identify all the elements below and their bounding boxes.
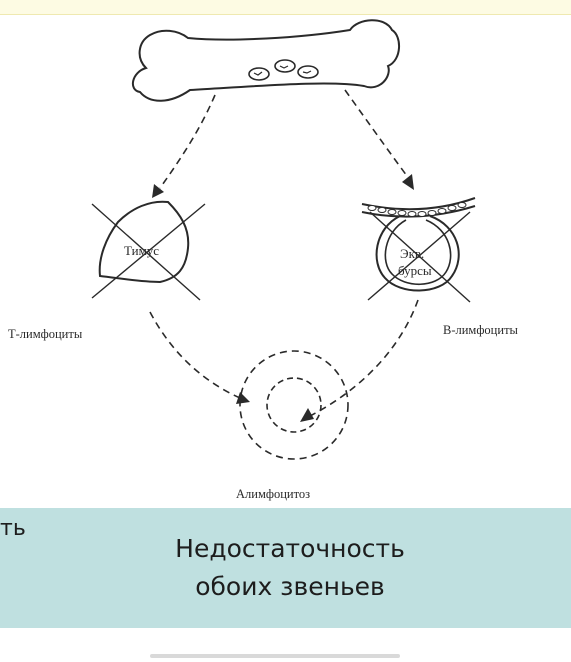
bursa-label-line2: бурсы — [398, 263, 432, 278]
cut-off-fragment: ть — [0, 516, 26, 541]
outer-dashed-circle — [240, 351, 348, 459]
bursa-label-line1: Экв. — [400, 246, 424, 261]
arrow-thymus-to-result — [150, 312, 240, 398]
arrowhead-bursa — [402, 174, 414, 190]
arrowhead-result-left — [236, 392, 250, 404]
arrow-bone-to-thymus — [160, 95, 215, 188]
blurred-text-fragment — [150, 654, 400, 658]
inner-dashed-circle — [267, 378, 321, 432]
t-cells-label: Т-лимфоциты — [8, 327, 83, 341]
caption-title: Недостаточность обоих звеньев — [120, 530, 460, 606]
result-label: Алимфоцитоз — [236, 487, 310, 501]
bone-marrow-drawing — [133, 20, 399, 101]
thymus-label: Тимус — [124, 243, 159, 258]
arrowhead-thymus — [152, 184, 164, 198]
immunodeficiency-diagram: Тимус Экв. бурсы Т-лимфоциты В-лимфоциты… — [0, 0, 571, 508]
b-cells-label: В-лимфоциты — [443, 323, 519, 337]
arrow-bursa-to-result — [310, 300, 418, 416]
arrow-bone-to-bursa — [345, 90, 410, 180]
